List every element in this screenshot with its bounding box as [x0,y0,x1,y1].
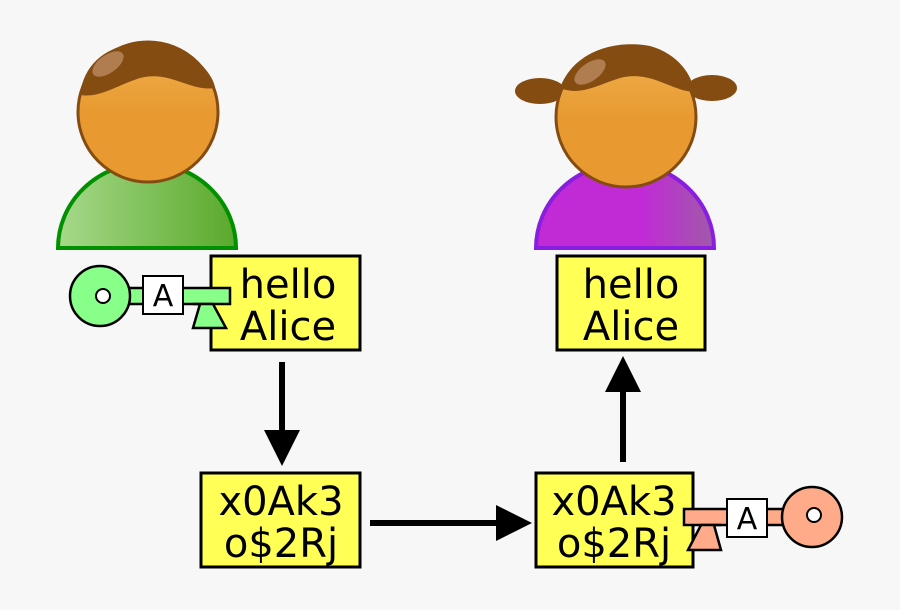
plaintext-line2: Alice [240,304,336,350]
plaintext-box-recipient: hello Alice [555,254,707,352]
key-icon-sender: A [68,264,232,330]
ciphertext-line2: o$2Rj [557,521,671,567]
plaintext-line1: hello [583,262,680,308]
recipient-person-icon [515,44,737,250]
sender-person-icon [55,40,239,250]
ciphertext-line1: x0Ak3 [218,479,343,525]
plaintext-line2: Alice [583,304,679,350]
ciphertext-line1: x0Ak3 [551,479,676,525]
key-icon-recipient: A [682,485,844,552]
ciphertext-line2: o$2Rj [224,521,338,567]
plaintext-line1: hello [240,262,337,308]
key-label: A [737,502,758,537]
plaintext-box-sender: hello Alice [209,254,362,352]
key-label: A [153,279,174,314]
ciphertext-box-sender: x0Ak3 o$2Rj [199,471,362,569]
ciphertext-box-recipient: x0Ak3 o$2Rj [534,471,695,569]
